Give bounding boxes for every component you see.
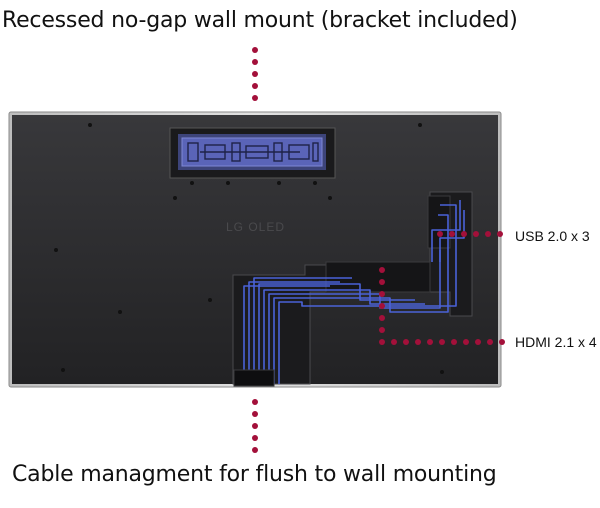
wall-mount-bracket [169, 127, 336, 179]
stand-connector [233, 369, 275, 387]
lg-oled-logo: LG OLED [226, 220, 285, 234]
callout-dots [252, 47, 505, 453]
cable-bundle [243, 200, 465, 384]
hdmi-ports-label: HDMI 2.1 x 4 [515, 334, 597, 350]
usb-ports-label: USB 2.0 x 3 [515, 228, 590, 244]
wall-mount-caption: Recessed no-gap wall mount (bracket incl… [2, 8, 518, 33]
cable-management-caption: Cable managment for flush to wall mounti… [12, 462, 497, 487]
usb-port-block [427, 195, 451, 249]
port-block [325, 261, 431, 293]
